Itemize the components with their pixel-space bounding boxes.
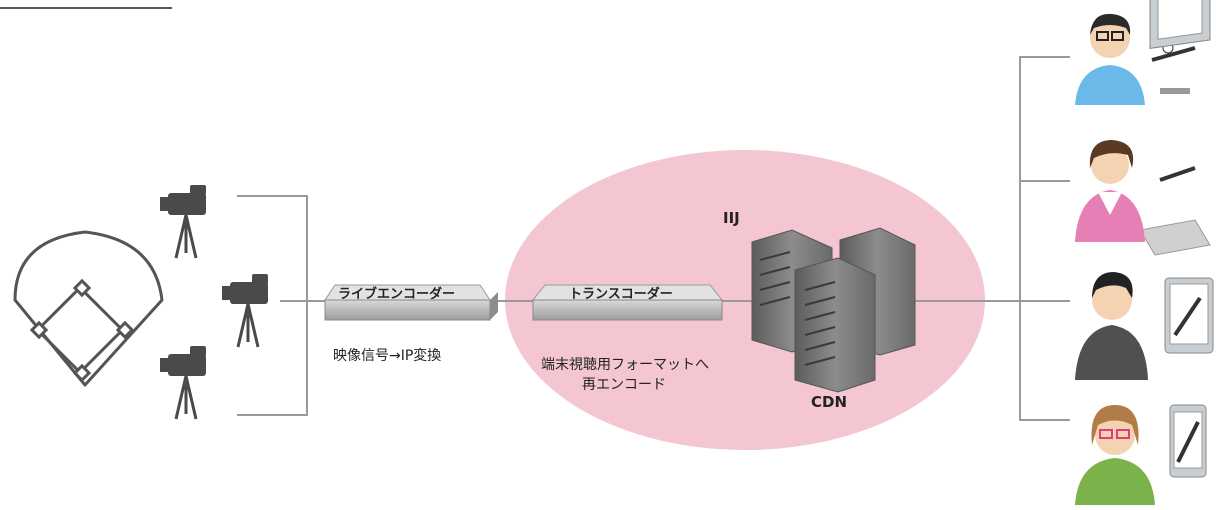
live-encoder-label: ライブエンコーダー	[338, 287, 456, 302]
camera-icon	[160, 185, 206, 259]
cdn-label: CDN	[811, 393, 848, 411]
camera-icon	[222, 274, 268, 348]
viewer-tablet-icon	[1075, 272, 1214, 380]
encoder-caption: 映像信号→IP変換	[333, 348, 442, 364]
transcoder-caption-line1: 端末視聴用フォーマットへ	[541, 357, 709, 373]
viewer-pc-icon	[1075, 13, 1196, 105]
connection-lines	[237, 56, 1070, 421]
server-icon	[751, 227, 916, 393]
cloud-label: IIJ	[723, 209, 740, 227]
viewer-smartphone-icon	[1075, 404, 1207, 505]
transcoder-device	[531, 284, 724, 321]
transcoder-label: トランスコーダー	[569, 287, 673, 302]
viewer-pc-icon	[1075, 0, 1211, 256]
camera-icon	[160, 346, 206, 420]
transcoder-caption-line2: 再エンコード	[582, 377, 666, 393]
baseball-field-icon	[13, 230, 164, 387]
live-encoder-device	[324, 284, 498, 321]
